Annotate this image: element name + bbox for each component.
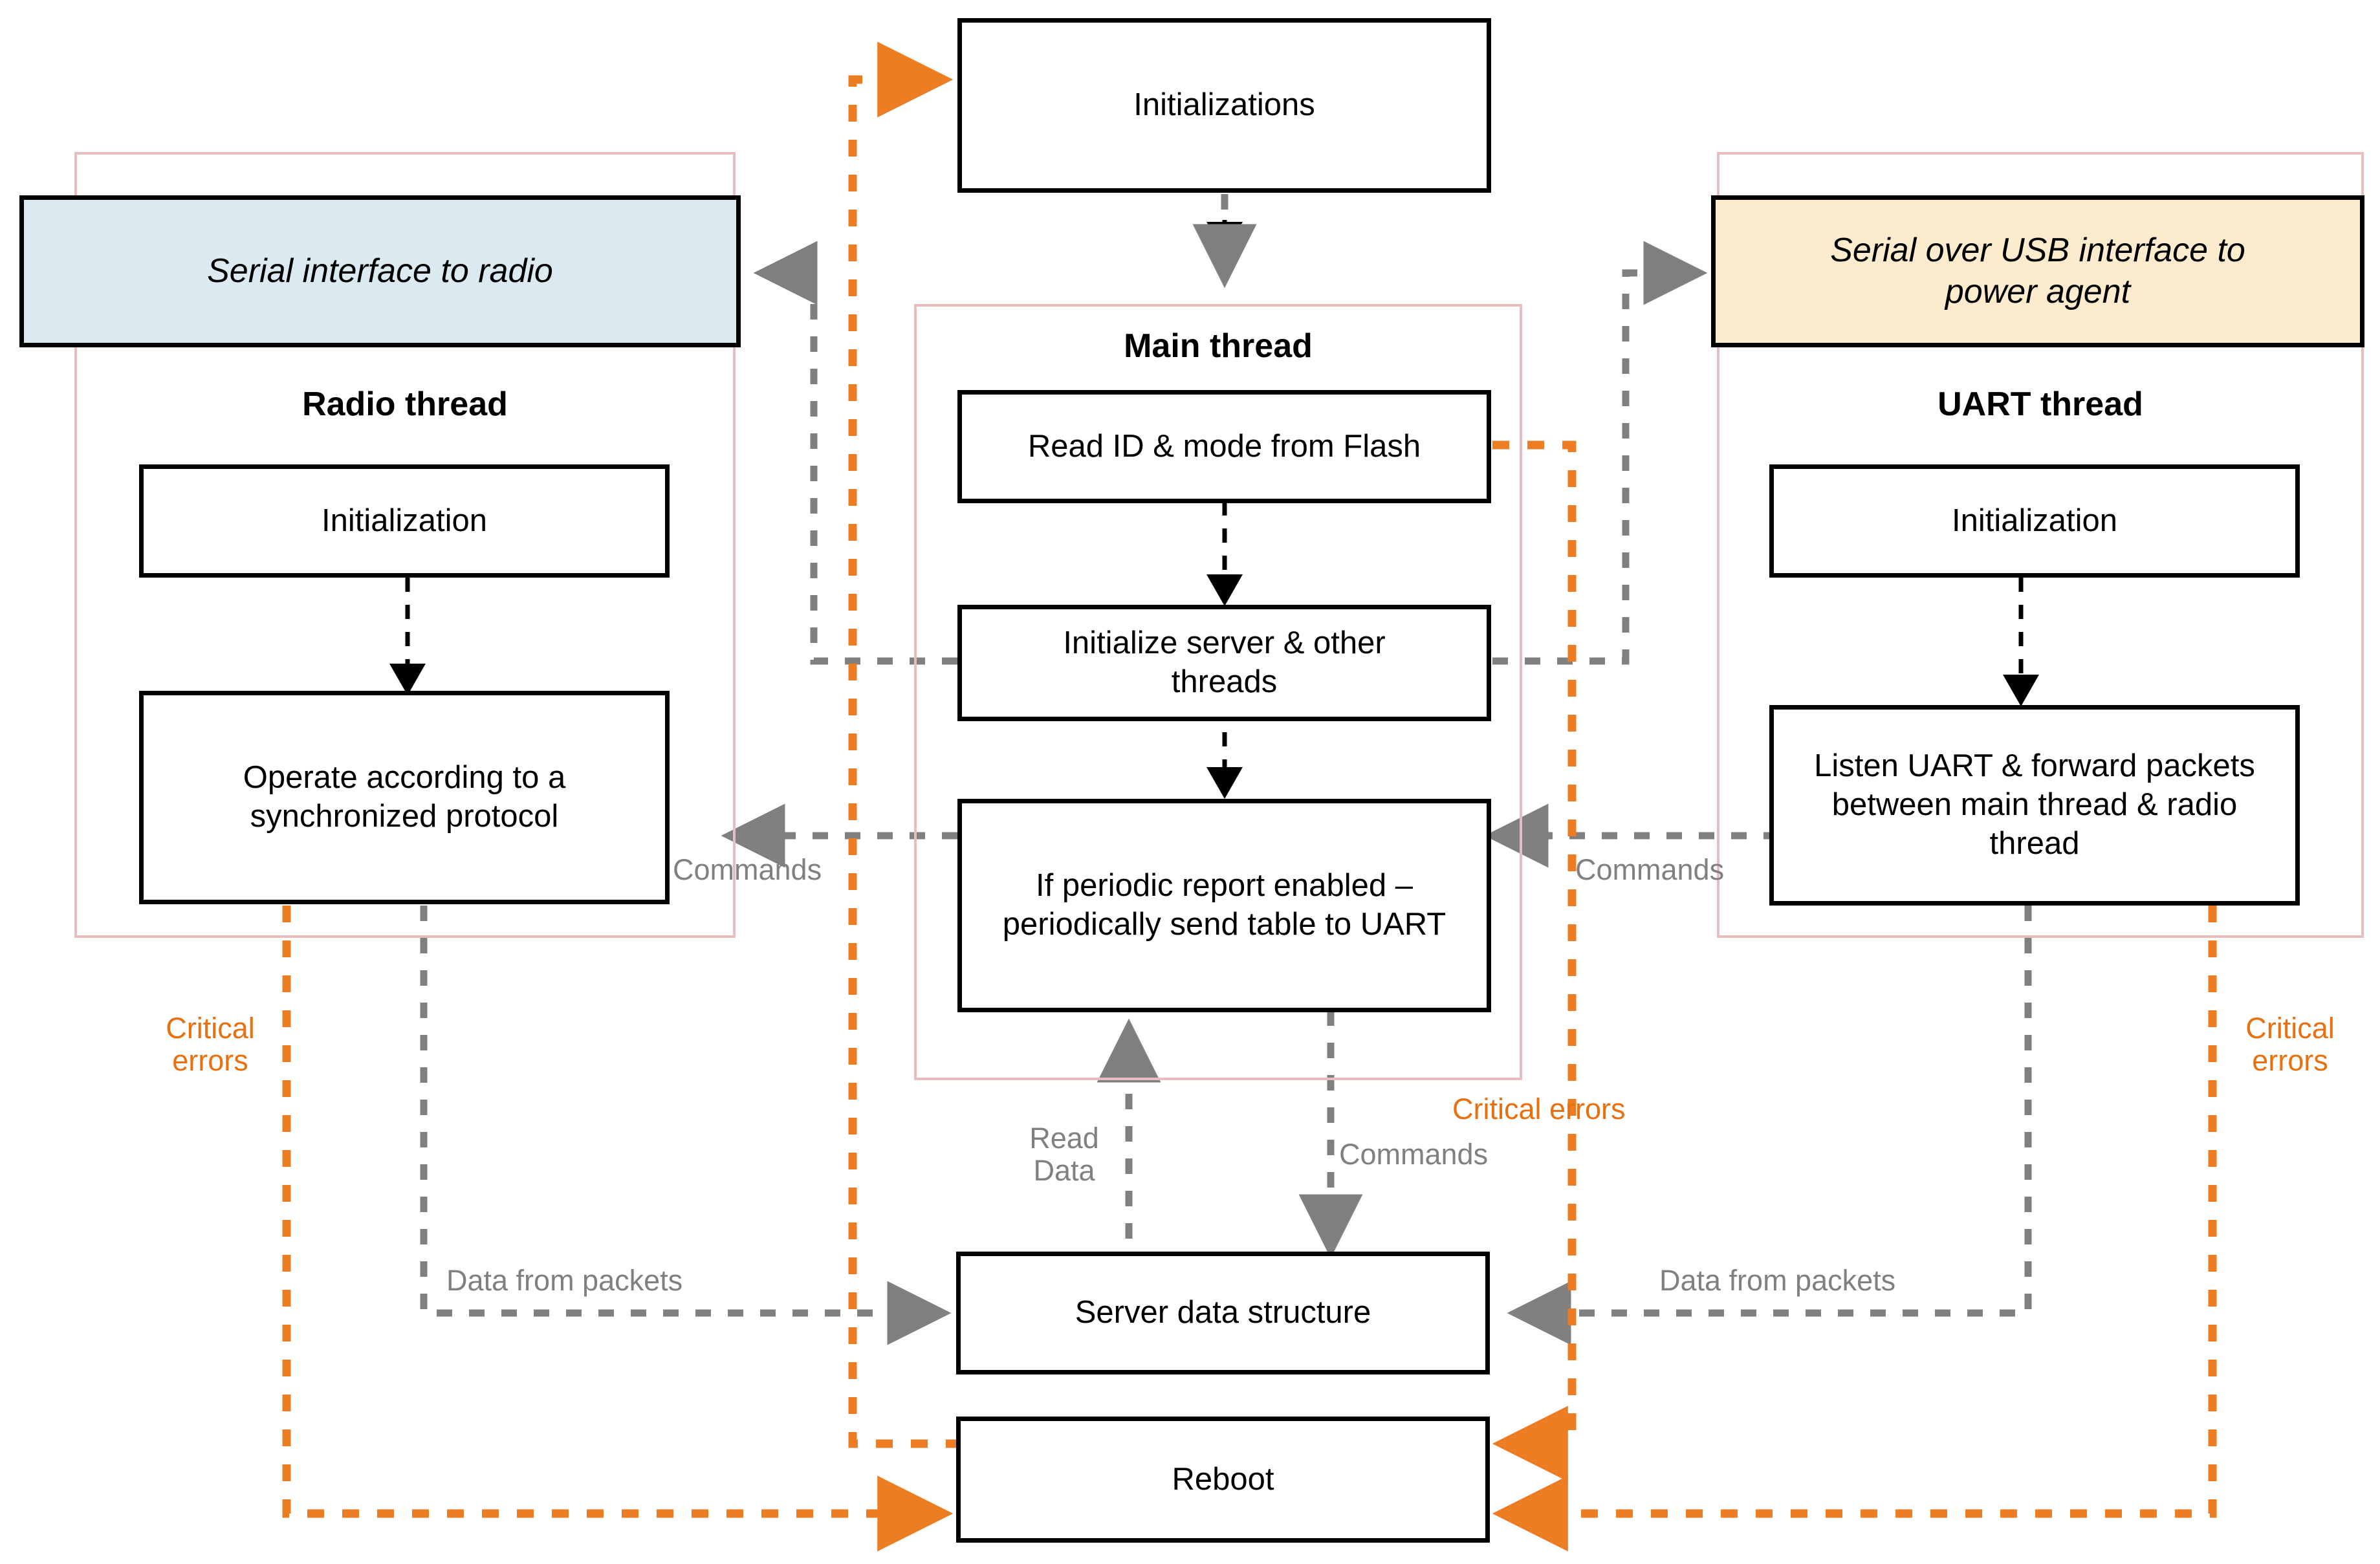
serial-interface-to-radio-box: Serial interface to radio [19,195,741,347]
uart-initialization-label: Initialization [1951,503,2118,538]
uart-listen-forward-label: Listen UART & forward packets between ma… [1814,748,2255,861]
commands-left-label: Commands [673,853,822,886]
reboot-box: Reboot [956,1417,1490,1543]
serial-interface-to-radio-label: Serial interface to radio [207,252,553,290]
server-data-structure-box: Server data structure [956,1252,1490,1374]
periodic-report-box: If periodic report enabled – periodicall… [957,799,1491,1012]
critical-errors-left-label: Critical errors [166,1012,255,1078]
periodic-report-label: If periodic report enabled – periodicall… [1002,868,1447,942]
radio-initialization-label: Initialization [321,503,488,538]
initialize-server-threads-label: Initialize server & other threads [1063,625,1386,699]
main-thread-group [914,304,1522,1080]
radio-thread-title: Radio thread [302,386,508,423]
critical-error-connectors [282,41,2217,1552]
critical-errors-right-label: Critical errors [2245,1012,2335,1078]
uart-initialization-box: Initialization [1769,464,2300,578]
radio-initialization-box: Initialization [139,464,670,578]
data-from-packets-right-label: Data from packets [1659,1264,1896,1297]
read-id-mode-from-flash-label: Read ID & mode from Flash [1027,428,1421,464]
uart-thread-title: UART thread [1938,386,2143,423]
initialize-server-threads-box: Initialize server & other threads [957,605,1491,721]
serial-over-usb-interface-label: Serial over USB interface to power agent [1830,232,2245,310]
radio-operate-label: Operate according to a synchronized prot… [243,760,566,834]
serial-over-usb-interface-box: Serial over USB interface to power agent [1711,195,2364,347]
uart-thread-group [1717,152,2364,938]
internal-flow-arrows-2 [389,501,2039,799]
read-data-label: Read Data [1029,1122,1099,1188]
server-data-structure-label: Server data structure [1075,1295,1371,1330]
data-from-packets-left-label: Data from packets [446,1264,683,1297]
gray-connectors [420,194,2032,1345]
main-thread-title: Main thread [1124,327,1313,365]
radio-thread-group [74,152,736,938]
commands-center-label: Commands [1339,1138,1489,1171]
read-id-mode-from-flash-box: Read ID & mode from Flash [957,390,1491,503]
radio-operate-box: Operate according to a synchronized prot… [139,691,670,904]
initializations-box: Initializations [957,18,1491,193]
reboot-label: Reboot [1172,1461,1274,1497]
uart-listen-forward-box: Listen UART & forward packets between ma… [1769,705,2300,906]
initializations-label: Initializations [1133,87,1315,123]
commands-right-label: Commands [1575,853,1725,886]
critical-errors-center-label: Critical errors [1452,1092,1626,1125]
